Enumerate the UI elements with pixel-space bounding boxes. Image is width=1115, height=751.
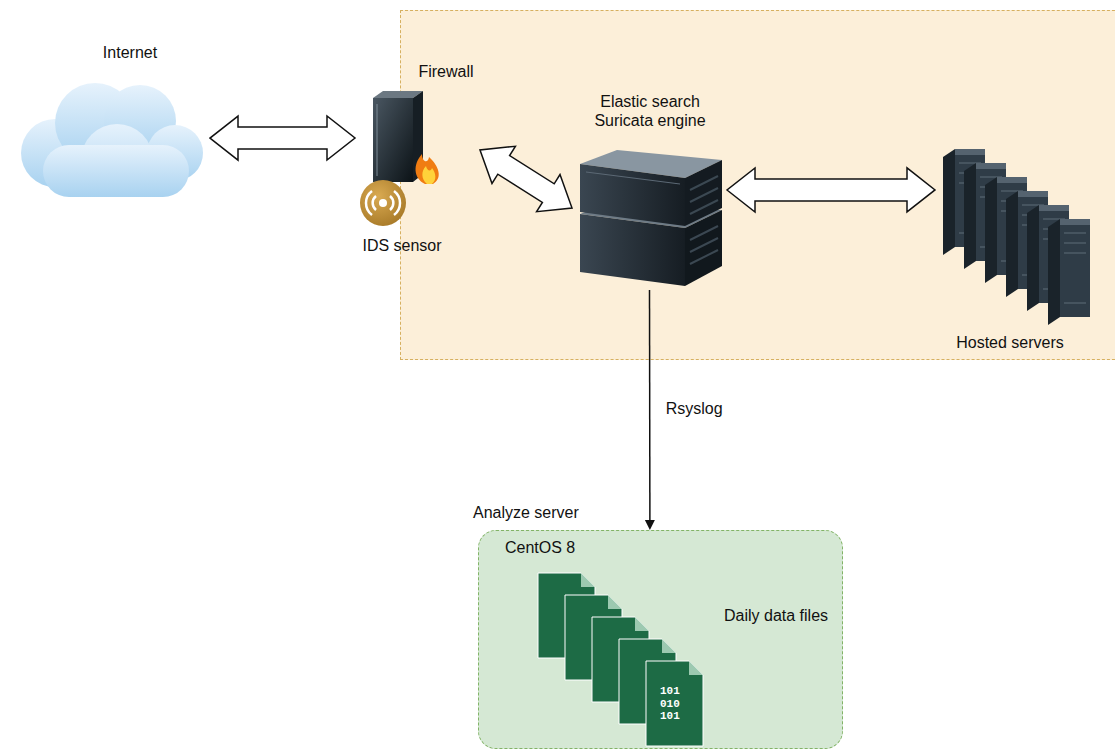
firewall-icon <box>355 58 480 258</box>
server-rack-icon <box>935 145 1105 355</box>
arrow-line <box>645 290 655 530</box>
node-caption: IDS sensor <box>362 236 441 255</box>
node-heading: Analyze server <box>473 503 579 522</box>
server-node: Elastic search Suricata engine <box>572 90 727 290</box>
firewall-node: FirewallIDS sensor <box>355 58 480 258</box>
cloud-node: Internet <box>5 35 210 210</box>
block-arrow <box>210 116 355 160</box>
file-bits: 101 010 101 <box>660 685 682 723</box>
rack-node: Hosted servers <box>935 145 1105 355</box>
node-caption: Daily data files <box>724 606 828 625</box>
data-files-node: Daily data files 101 010 101 <box>519 561 839 746</box>
node-caption: Hosted servers <box>956 333 1064 352</box>
node-title: Internet <box>103 43 157 62</box>
node-title: CentOS 8 <box>505 538 575 557</box>
cloud-icon <box>5 35 210 210</box>
analyze-server-box: Analyze serverCentOS 8 Daily data files1… <box>478 530 843 749</box>
node-title: Firewall <box>418 62 473 81</box>
node-title: Elastic search Suricata engine <box>580 92 720 130</box>
block-arrow <box>727 168 935 212</box>
edge-label: Rsyslog <box>664 400 725 418</box>
block-arrow <box>480 146 572 211</box>
